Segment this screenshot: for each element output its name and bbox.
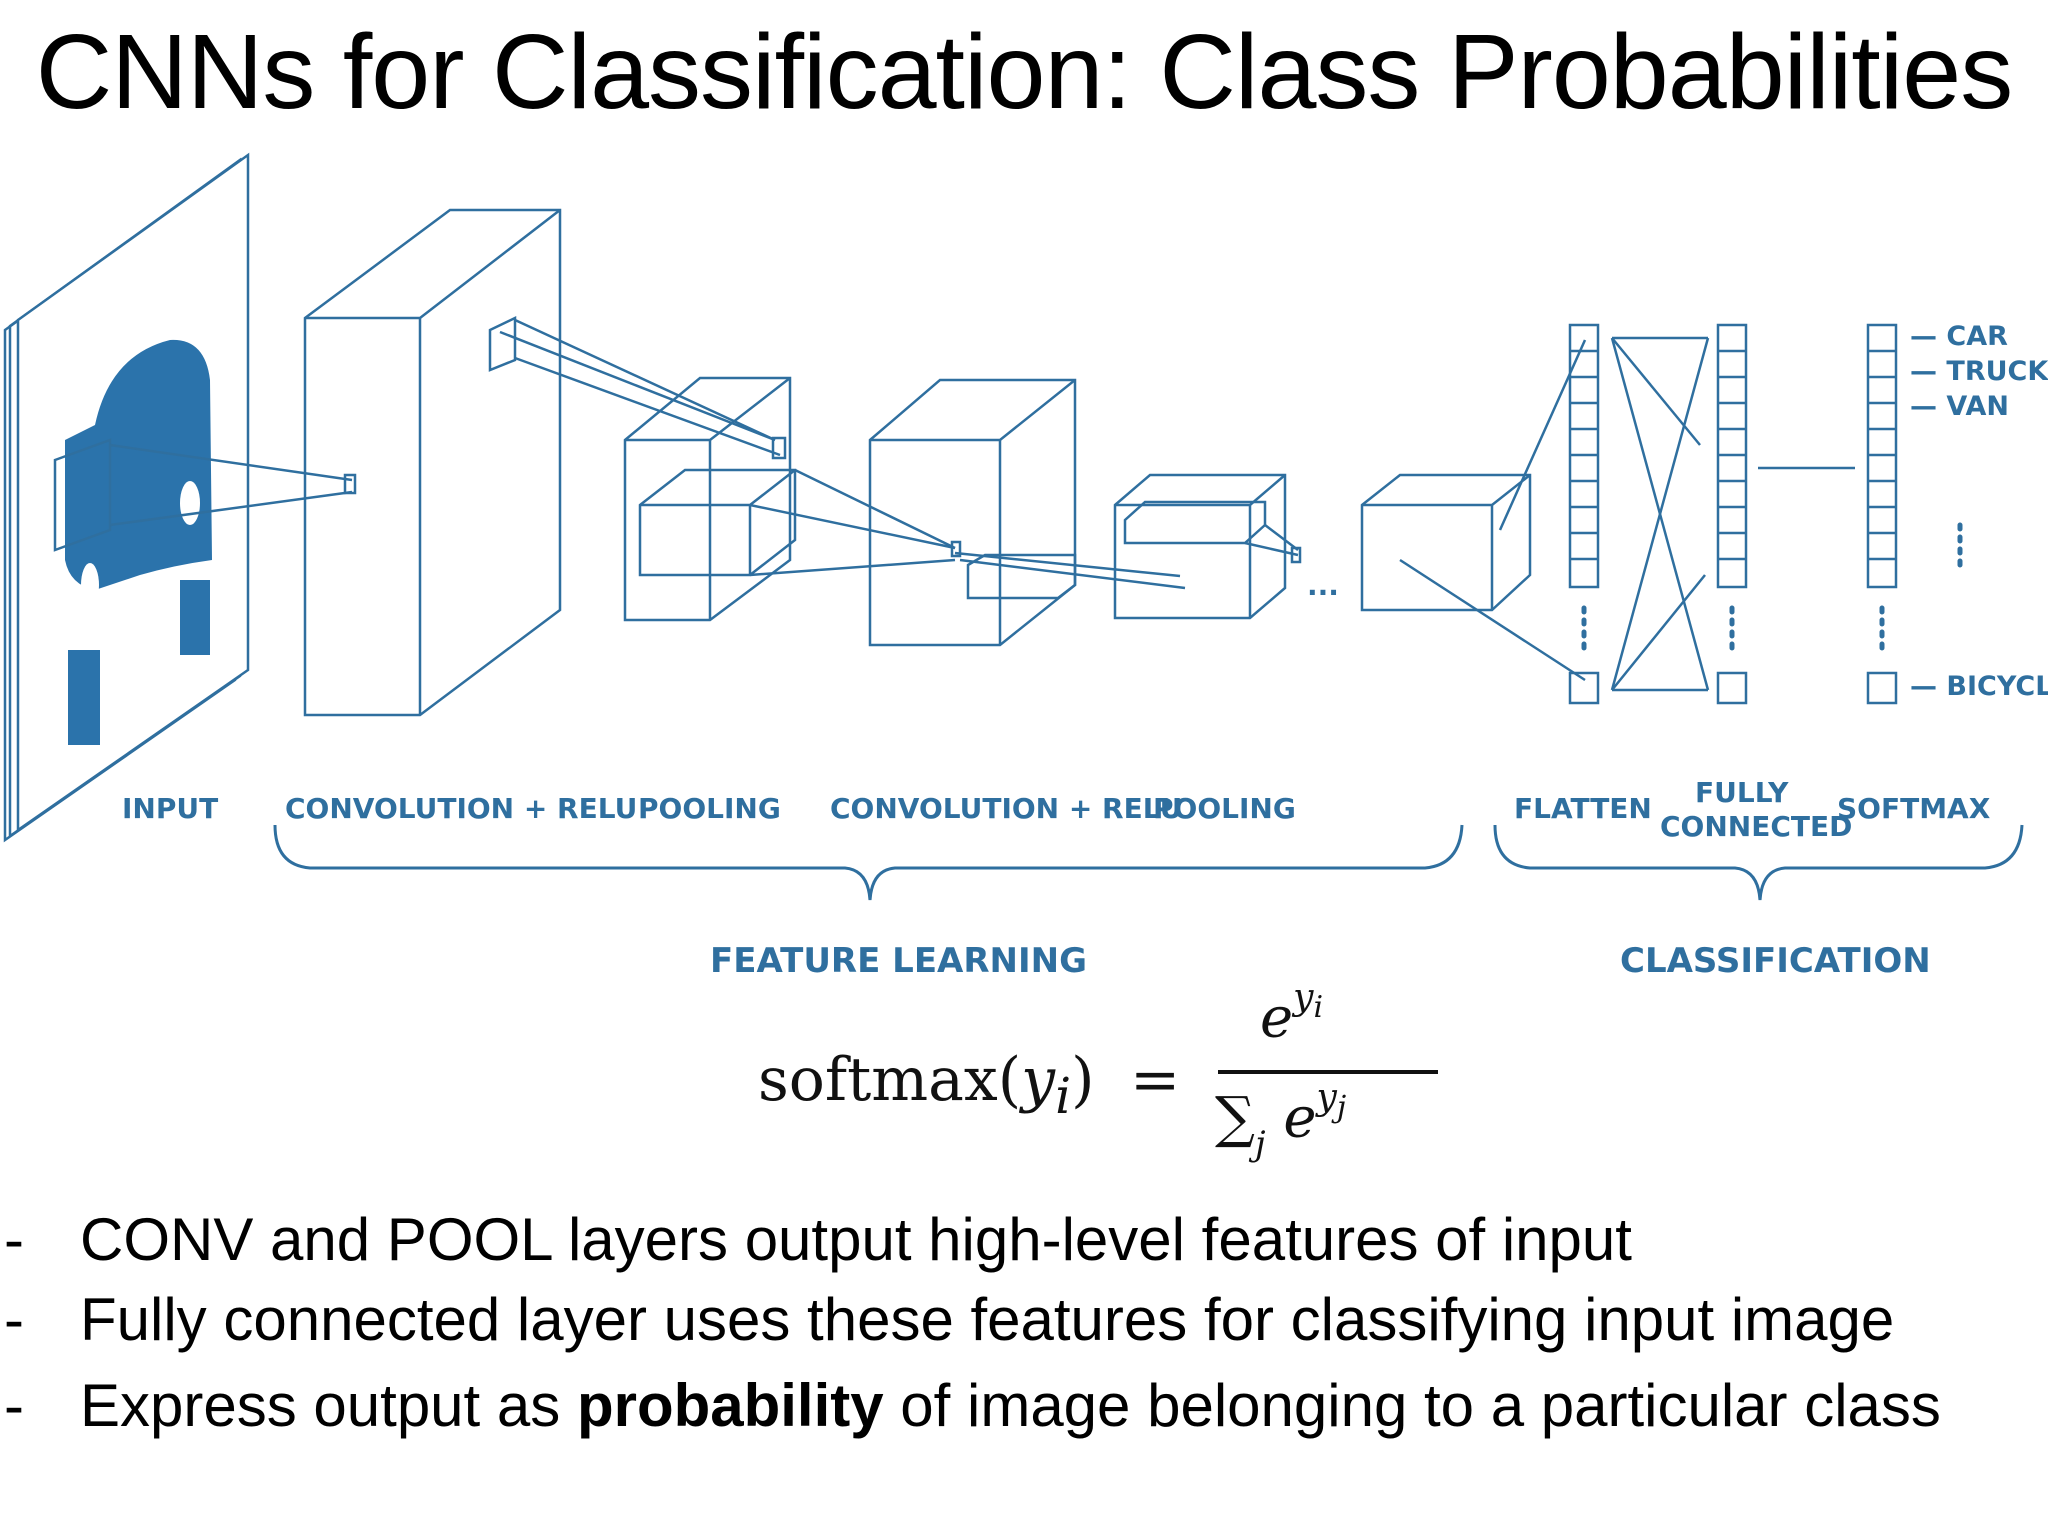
bullet-text: Express output as probability of image b… xyxy=(80,1372,1941,1439)
stage-label-input: INPUT xyxy=(122,792,218,825)
bullet-list: - CONV and POOL layers output high-level… xyxy=(0,1205,2048,1451)
formula-numerator: eyi xyxy=(1260,977,1324,1051)
formula-equals: = xyxy=(1130,1045,1181,1115)
stage-label-flatten: FLATTEN xyxy=(1514,792,1652,825)
slide-title: CNNs for Classification: Class Probabili… xyxy=(35,13,2014,131)
bullet-emphasis: probability xyxy=(576,1372,884,1439)
bullet-dash: - xyxy=(4,1206,24,1273)
car-icon xyxy=(65,339,212,745)
group-label-classification: CLASSIFICATION xyxy=(1620,941,1931,980)
bullet-item: - Express output as probability of image… xyxy=(0,1371,2048,1451)
bullet-item: - CONV and POOL layers output high-level… xyxy=(0,1205,2048,1285)
stage-label-conv2: CONVOLUTION + RELU xyxy=(830,792,1182,825)
feature-learning-brace xyxy=(273,824,1464,901)
softmax-formula: softmax(yi) = eyi ∑j eyj xyxy=(740,977,1440,1185)
class-bicycle: — BICYCLE xyxy=(1910,671,2048,702)
class-truck: — TRUCK xyxy=(1910,356,2048,387)
ellipsis-label: ... xyxy=(1307,569,1339,602)
classification-brace xyxy=(1493,824,2024,901)
bullet-text: Fully connected layer uses these feature… xyxy=(80,1286,1895,1353)
stage-label-pool1: POOLING xyxy=(638,792,781,825)
formula-fraction-bar xyxy=(1218,1070,1438,1074)
bullet-dash: - xyxy=(4,1286,24,1353)
bullet-dash: - xyxy=(4,1372,24,1439)
stage-label-softmax: SOFTMAX xyxy=(1837,792,1991,825)
class-van: — VAN xyxy=(1910,391,2009,422)
cnn-architecture-diagram: ... — CAR — TRUCK — VAN — BICYCLE INPUT … xyxy=(3,152,2048,980)
formula-lhs: softmax(yi) xyxy=(758,1045,1095,1125)
stage-label-connected: CONNECTED xyxy=(1660,810,1852,843)
stage-label-pool2: POOLING xyxy=(1153,792,1296,825)
class-car: — CAR xyxy=(1910,321,2008,352)
group-label-feature-learning: FEATURE LEARNING xyxy=(710,941,1087,980)
bullet-item: - Fully connected layer uses these featu… xyxy=(0,1285,2048,1365)
stage-label-fully: FULLY xyxy=(1695,776,1789,809)
bullet-text: CONV and POOL layers output high-level f… xyxy=(80,1206,1632,1273)
stage-label-conv1: CONVOLUTION + RELU xyxy=(285,792,637,825)
formula-denominator: ∑j eyj xyxy=(1215,1077,1347,1164)
